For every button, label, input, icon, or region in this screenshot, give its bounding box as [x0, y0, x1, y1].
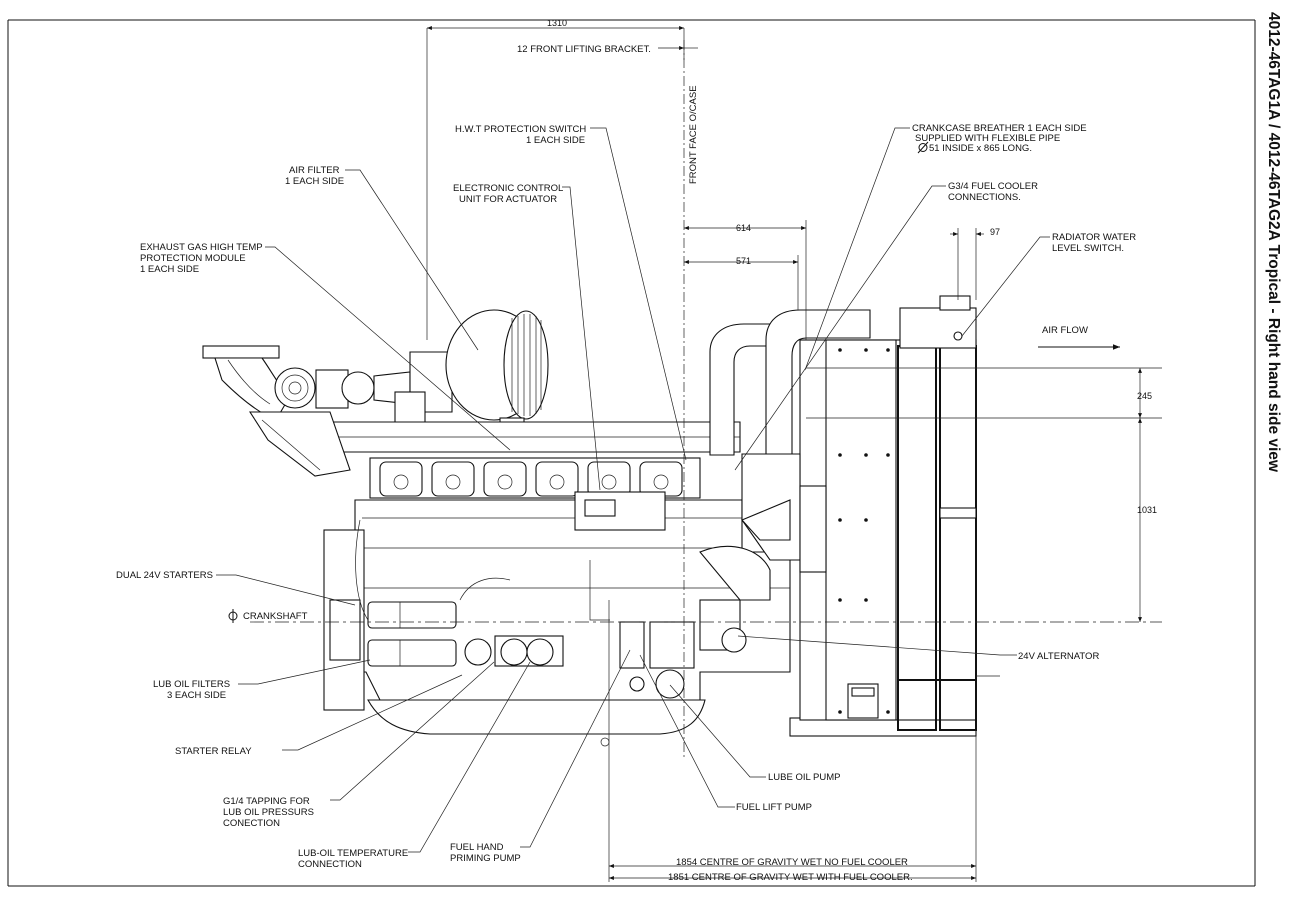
label-starters: DUAL 24V STARTERS [116, 570, 213, 581]
dim-97: 97 [990, 227, 1000, 237]
label-breather-3: 51 INSIDE x 865 LONG. [929, 143, 1032, 154]
label-exhaust-module-3: 1 EACH SIDE [140, 264, 199, 275]
engine-outline [202, 309, 977, 747]
dim-1310: 1310 [547, 18, 567, 28]
lub-oil-filters [464, 635, 564, 667]
dim-571: 571 [736, 256, 751, 266]
label-priming-pump-2: PRIMING PUMP [450, 853, 521, 864]
label-breather-2: SUPPLIED WITH FLEXIBLE PIPE [915, 133, 1060, 144]
label-lub-filters: LUB OIL FILTERS [153, 679, 230, 690]
label-lub-temp: LUB-OIL TEMPERATURE [298, 848, 408, 859]
label-lub-filters-2: 3 EACH SIDE [167, 690, 226, 701]
label-front-face: FRONT FACE O/CASE [688, 85, 699, 184]
exhaust-flange [202, 345, 280, 359]
diameter-icon [917, 141, 929, 154]
label-front-lifting-bracket: 12 FRONT LIFTING BRACKET. [517, 44, 651, 55]
oil-sump [367, 699, 706, 735]
label-fuel-cooler-2: CONNECTIONS. [948, 192, 1021, 203]
label-breather: CRANKCASE BREATHER 1 EACH SIDE [912, 123, 1087, 134]
label-hwt-switch: H.W.T PROTECTION SWITCH [455, 124, 586, 135]
dimension-lines [250, 26, 1162, 882]
label-fuel-lift-pump: FUEL LIFT PUMP [736, 802, 812, 813]
drawing-title: 4012-46TAG1A / 4012-46TAG2A Tropical - R… [1265, 12, 1282, 472]
drawing-border [7, 19, 1256, 887]
radiator [741, 295, 977, 731]
label-tapping-3: CONECTION [223, 818, 280, 829]
dim-1031: 1031 [1137, 505, 1157, 515]
label-exhaust-module-2: PROTECTION MODULE [140, 253, 246, 264]
turbocharger [274, 367, 316, 409]
drawing-title-block: 4012-46TAG1A / 4012-46TAG2A Tropical - R… [1262, 12, 1288, 572]
label-starter-relay: STARTER RELAY [175, 746, 252, 757]
label-exhaust-module: EXHAUST GAS HIGH TEMP [140, 242, 263, 253]
label-fuel-cooler: G3/4 FUEL COOLER [948, 181, 1038, 192]
label-radiator-switch-2: LEVEL SWITCH. [1052, 243, 1124, 254]
label-cog-with-cooler: 1851 CENTRE OF GRAVITY WET WITH FUEL COO… [668, 872, 913, 883]
callout-labels: 1310 12 FRONT LIFTING BRACKET. H.W.T PRO… [116, 18, 1157, 883]
label-ecu: ELECTRONIC CONTROL [453, 183, 563, 194]
alternator [721, 627, 747, 653]
label-air-filter: AIR FILTER [289, 165, 340, 176]
label-hwt-switch-sub: 1 EACH SIDE [526, 135, 585, 146]
label-radiator-switch: RADIATOR WATER [1052, 232, 1136, 243]
label-ecu-sub: UNIT FOR ACTUATOR [459, 194, 557, 205]
label-cog-no-cooler: 1854 CENTRE OF GRAVITY WET NO FUEL COOLE… [676, 857, 908, 868]
label-lube-oil-pump: LUBE OIL PUMP [768, 772, 841, 783]
label-priming-pump: FUEL HAND [450, 842, 504, 853]
label-air-filter-sub: 1 EACH SIDE [285, 176, 344, 187]
fuel-lift-pump [619, 621, 645, 669]
dim-614: 614 [736, 223, 751, 233]
starter-motors [367, 601, 457, 667]
radiator-level-switch [953, 331, 963, 341]
label-tapping: G1/4 TAPPING FOR [223, 796, 310, 807]
dim-245: 245 [1137, 391, 1152, 401]
label-lub-temp-2: CONNECTION [298, 859, 362, 870]
label-tapping-2: LUB OIL PRESSURS [223, 807, 314, 818]
centerline-icon [228, 609, 238, 623]
label-crankshaft: CRANKSHAFT [243, 611, 308, 622]
label-alternator: 24V ALTERNATOR [1018, 651, 1099, 662]
label-air-flow: AIR FLOW [1042, 325, 1088, 336]
leader-lines [216, 127, 1050, 853]
